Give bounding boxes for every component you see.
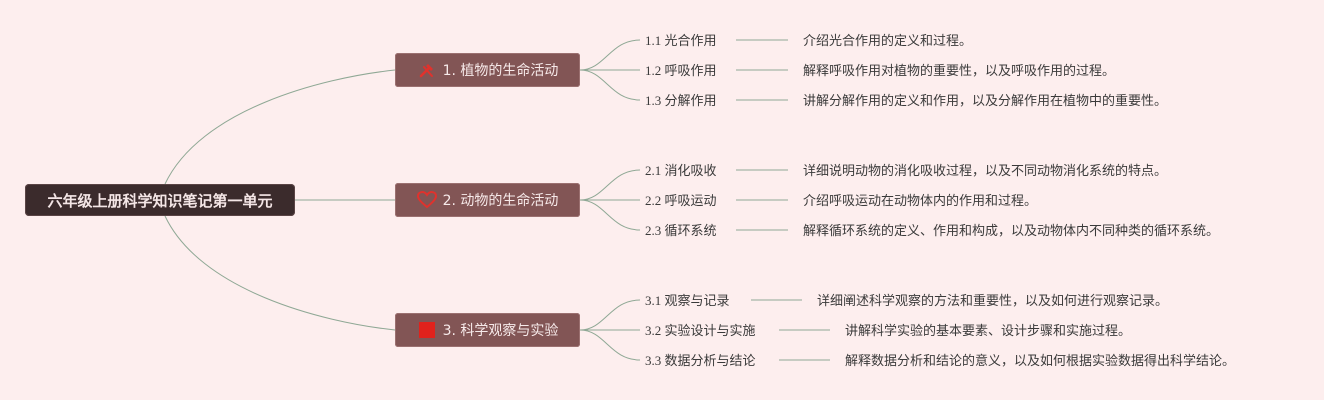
root-node[interactable]: 六年级上册科学知识笔记第一单元	[25, 184, 295, 216]
topic-description: 解释循环系统的定义、作用和构成，以及动物体内不同种类的循环系统。	[803, 223, 1220, 238]
heart-icon	[416, 190, 437, 210]
topic-description: 介绍呼吸运动在动物体内的作用和过程。	[803, 193, 1038, 208]
topic-title[interactable]: 2.1 消化吸收	[645, 163, 717, 178]
topic-description: 讲解分解作用的定义和作用，以及分解作用在植物中的重要性。	[803, 93, 1168, 108]
topic-description: 介绍光合作用的定义和过程。	[803, 33, 973, 48]
branch-to-topic-connector	[579, 39, 641, 71]
root-to-branch-connector	[164, 215, 396, 331]
branch-animal-activities[interactable]: 2. 动物的生命活动	[395, 183, 580, 217]
branch-to-topic-connector	[579, 329, 641, 361]
topic-title[interactable]: 2.3 循环系统	[645, 223, 717, 238]
topic-description: 讲解科学实验的基本要素、设计步骤和实施过程。	[845, 323, 1132, 338]
branch-to-topic-connector	[579, 199, 641, 231]
branch-to-topic-connector	[579, 69, 641, 101]
root-to-branch-connector	[164, 69, 396, 185]
tools-icon	[417, 60, 437, 80]
topic-title[interactable]: 2.2 呼吸运动	[645, 193, 717, 208]
topic-title[interactable]: 3.1 观察与记录	[645, 293, 730, 308]
topic-title[interactable]: 3.2 实验设计与实施	[645, 323, 756, 338]
branch-label: 2. 动物的生命活动	[442, 193, 559, 209]
branch-to-topic-connector	[579, 169, 641, 201]
branch-label: 1. 植物的生命活动	[442, 63, 559, 79]
topic-description: 详细说明动物的消化吸收过程，以及不同动物消化系统的特点。	[803, 163, 1168, 178]
branch-plant-activities[interactable]: 1. 植物的生命活动	[395, 53, 580, 87]
topic-description: 详细阐述科学观察的方法和重要性，以及如何进行观察记录。	[817, 293, 1169, 308]
branch-observation-experiment[interactable]: 3. 科学观察与实验	[395, 313, 580, 347]
topic-title[interactable]: 1.3 分解作用	[645, 93, 717, 108]
topic-title[interactable]: 3.3 数据分析与结论	[645, 353, 756, 368]
branch-to-topic-connector	[579, 299, 641, 331]
square-icon	[417, 320, 437, 340]
topic-description: 解释呼吸作用对植物的重要性，以及呼吸作用的过程。	[803, 63, 1116, 78]
branch-label: 3. 科学观察与实验	[442, 323, 559, 339]
topic-title[interactable]: 1.1 光合作用	[645, 33, 717, 48]
root-label: 六年级上册科学知识笔记第一单元	[47, 191, 273, 210]
topic-title[interactable]: 1.2 呼吸作用	[645, 63, 717, 78]
topic-description: 解释数据分析和结论的意义，以及如何根据实验数据得出科学结论。	[845, 353, 1236, 368]
